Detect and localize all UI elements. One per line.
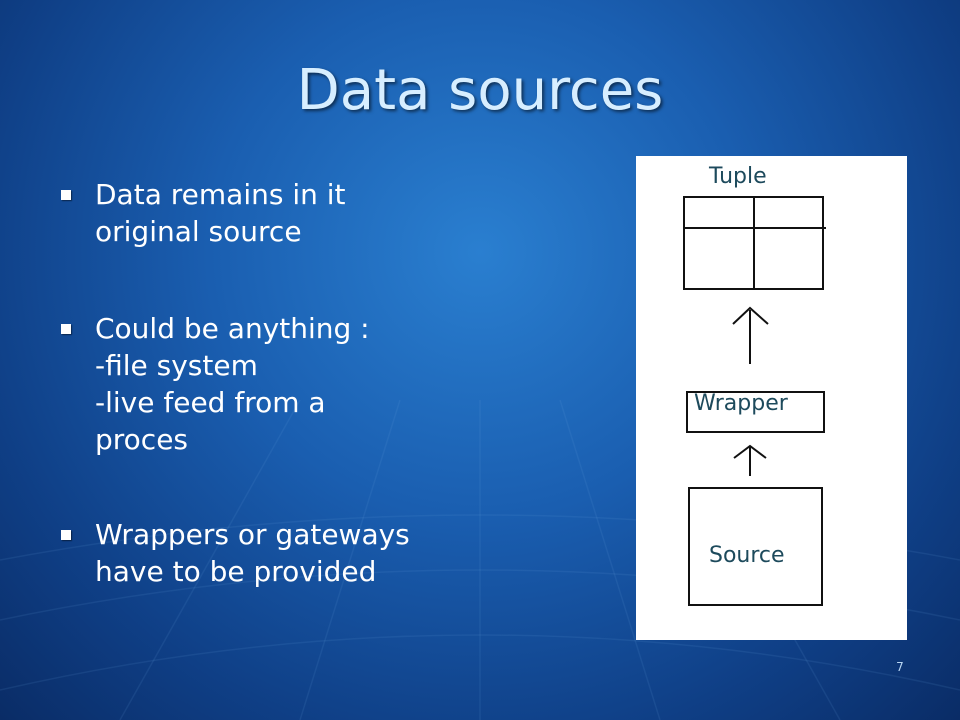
bullet-square-icon xyxy=(61,324,71,334)
bullet-line: have to be provided xyxy=(95,555,377,588)
wrapper-label: Wrapper xyxy=(694,391,788,416)
tuple-label: Tuple xyxy=(709,164,767,189)
bullet-line: proces xyxy=(95,423,189,456)
bullet-square-icon xyxy=(61,190,71,200)
bullet-item: Could be anything : -file system -live f… xyxy=(58,310,370,458)
bullet-square-icon xyxy=(61,530,71,540)
bullet-item: Wrappers or gateways have to be provided xyxy=(58,516,410,590)
source-box xyxy=(688,487,823,606)
bullet-line: -live feed from a xyxy=(95,386,326,419)
arrow-up-head xyxy=(732,306,769,325)
bullet-line: Wrappers or gateways xyxy=(95,518,410,551)
source-label: Source xyxy=(709,543,785,568)
bullet-line: -file system xyxy=(95,349,258,382)
bullet-line: original source xyxy=(95,215,302,248)
slide-number: 7 xyxy=(896,660,904,674)
arrow-up-head xyxy=(733,444,767,459)
wrapper-box xyxy=(686,391,825,433)
slide-title: Data sources xyxy=(296,58,664,123)
bullet-item: Data remains in it original source xyxy=(58,176,346,250)
bullet-line: Could be anything : xyxy=(95,312,370,345)
bullet-line: Data remains in it xyxy=(95,178,346,211)
data-source-diagram: Tuple Wrapper Source xyxy=(636,156,907,640)
diagram-drawing xyxy=(683,196,826,606)
